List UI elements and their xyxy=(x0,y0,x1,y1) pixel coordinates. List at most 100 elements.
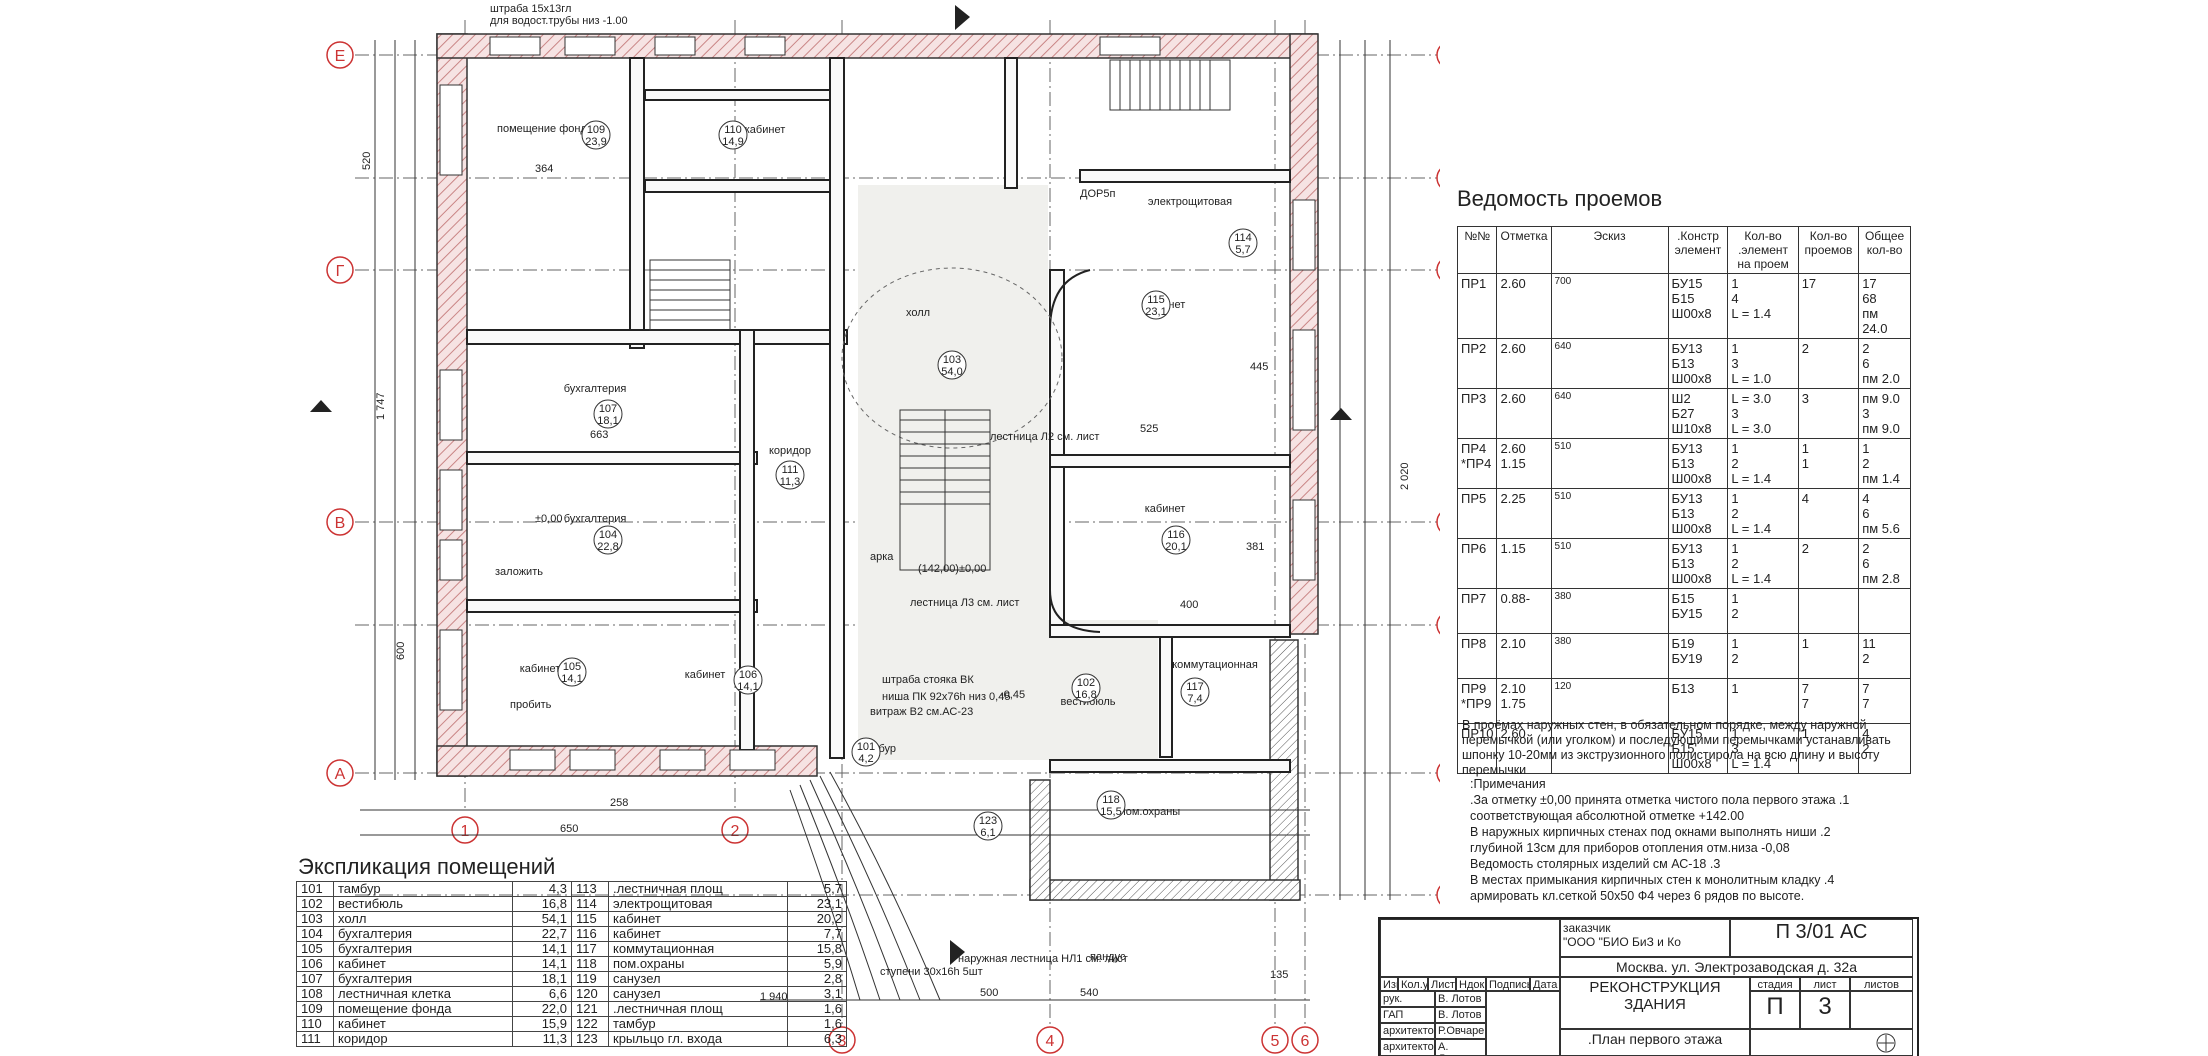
explication-left-ar: 15,9 xyxy=(512,1016,572,1032)
explication-right-nm: крыльцо гл. входа xyxy=(608,1031,788,1047)
dim: 540 xyxy=(1080,987,1098,999)
explication-right-nm: пом.охраны xyxy=(608,956,788,972)
axis-label: Г xyxy=(336,263,345,280)
explication-right-ar: 3,1 xyxy=(787,986,847,1002)
explication-right-num: 113 xyxy=(571,881,609,897)
left-windows xyxy=(439,84,463,711)
room-no: 118 xyxy=(1102,794,1120,806)
explication-right-ar: 23,1 xyxy=(787,896,847,912)
openings-cell-id: ПР8 xyxy=(1456,633,1498,679)
openings-cell-elements: БУ13 Б13 Ш00x8 xyxy=(1667,338,1729,389)
openings-cell-mark: 2.60 1.15 xyxy=(1496,438,1552,489)
stamp-address: Москва. ул. Электрозаводская д. 32а xyxy=(1560,957,1913,977)
hall-curves xyxy=(841,267,1101,633)
explication-right-nm: тамбур xyxy=(608,1016,788,1032)
room-no: 102 xyxy=(1077,677,1095,689)
explication-right-nm: коммутационная xyxy=(608,941,788,957)
stamp-customer: заказчик "ООО "БИО БиЗ и Ко xyxy=(1560,919,1730,957)
explication-right-num: 120 xyxy=(571,986,609,1002)
dim: 525 xyxy=(1140,423,1158,435)
explication-right-ar: 2,8 xyxy=(787,971,847,987)
stamp-col: Ндок xyxy=(1456,977,1486,991)
explication-left-nm: вестибюль xyxy=(333,896,513,912)
explication-left-num: 101 xyxy=(296,881,334,897)
mark: пробить xyxy=(510,699,552,711)
room-no: 103 xyxy=(943,354,961,366)
openings-cell-mark: 2.60 xyxy=(1496,388,1552,439)
openings-cell-sketch: 380 xyxy=(1550,588,1669,634)
openings-cell-qty: L = 3.0 3 L = 3.0 xyxy=(1727,388,1799,439)
openings-cell-openings: 1 xyxy=(1797,633,1860,679)
notes-title: :Примечания xyxy=(1470,777,1546,791)
axis-label: Е xyxy=(335,48,346,65)
explication-right-num: 115 xyxy=(571,911,609,927)
explication-right-ar: 1,6 xyxy=(787,1001,847,1017)
explication-left-nm: бухгалтерия xyxy=(333,926,513,942)
openings-cell-sketch: 510 xyxy=(1550,538,1669,589)
room-area: 4,2 xyxy=(858,753,873,765)
openings-cell-sketch: 640 xyxy=(1550,338,1669,389)
openings-cell-id: ПР2 xyxy=(1456,338,1498,389)
room-no: 105 xyxy=(563,661,581,673)
stamp-signatures xyxy=(1486,991,1560,1056)
explication-left-nm: бухгалтерия xyxy=(333,971,513,987)
notes-block: :Примечания .За отметку ±0,00 принята от… xyxy=(1470,776,1890,904)
note-line: армировать кл.сеткой 50x50 Ф4 через 6 ря… xyxy=(1470,889,1805,903)
axis-label: В xyxy=(335,515,346,532)
dim: 2 020 xyxy=(1399,462,1411,490)
room-no: 101 xyxy=(857,741,875,753)
room-area: 5,7 xyxy=(1235,244,1250,256)
room-area: 23,1 xyxy=(1145,306,1166,318)
explication-left-nm: холл xyxy=(333,911,513,927)
openings-cell-id: ПР7 xyxy=(1456,588,1498,634)
room-no: 107 xyxy=(599,403,617,415)
openings-cell-mark: 2.60 xyxy=(1496,273,1552,339)
mark: для водост.трубы низ -1.00 xyxy=(490,15,628,27)
openings-cell-id: ПР4 *ПР4 xyxy=(1456,438,1498,489)
stamp-stage: П xyxy=(1750,991,1800,1029)
top-windows xyxy=(489,36,1161,56)
explication-left-nm: тамбур xyxy=(333,881,513,897)
explication-left-num: 104 xyxy=(296,926,334,942)
openings-cell-mark: 1.15 xyxy=(1496,538,1552,589)
explication-right-num: 118 xyxy=(571,956,609,972)
explication-left-num: 109 xyxy=(296,1001,334,1017)
openings-cell-elements: БУ13 Б13 Ш00x8 xyxy=(1667,438,1729,489)
openings-cell-total: пм 9.0 3 пм 9.0 xyxy=(1858,388,1911,439)
openings-cell-elements: БУ15 Б15 Ш00x8 xyxy=(1667,273,1729,339)
explication-right-ar: 7,7 xyxy=(787,926,847,942)
stair-l4 xyxy=(649,259,731,331)
explication-left-num: 103 xyxy=(296,911,334,927)
room-no: 115 xyxy=(1147,294,1165,306)
dim: 445 xyxy=(1250,361,1268,373)
openings-cell-openings: 1 xyxy=(1797,723,1860,774)
header-cell: №№ xyxy=(1456,226,1498,274)
dim: 500 xyxy=(980,987,998,999)
openings-cell-total: 11 2 xyxy=(1858,633,1911,679)
openings-cell-openings: 3 xyxy=(1797,388,1860,439)
stamp-sheet-name: .План первого этажа xyxy=(1560,1029,1750,1056)
internal-walls xyxy=(466,57,1291,773)
mark: штраба стояка ВК xyxy=(882,674,974,686)
stamp-role: архитектор xyxy=(1380,1039,1435,1056)
mark: арка xyxy=(870,551,894,563)
room-no: 114 xyxy=(1234,232,1252,244)
stamp-col: Изм. xyxy=(1380,977,1398,991)
explication-left-ar: 6,6 xyxy=(512,986,572,1002)
room-labels: помещение фонда кабинет бухгалтерия бухг… xyxy=(497,123,1258,818)
openings-cell-elements: БУ13 Б13 Ш00x8 xyxy=(1667,538,1729,589)
hall-floor xyxy=(858,185,1158,760)
stamp-blank xyxy=(1380,919,1560,977)
openings-cell-sketch: 120 xyxy=(1550,678,1669,724)
explication-right-ar: 5,9 xyxy=(787,956,847,972)
note-line: Ведомость столярных изделий см АС-18 .3 xyxy=(1470,857,1721,871)
